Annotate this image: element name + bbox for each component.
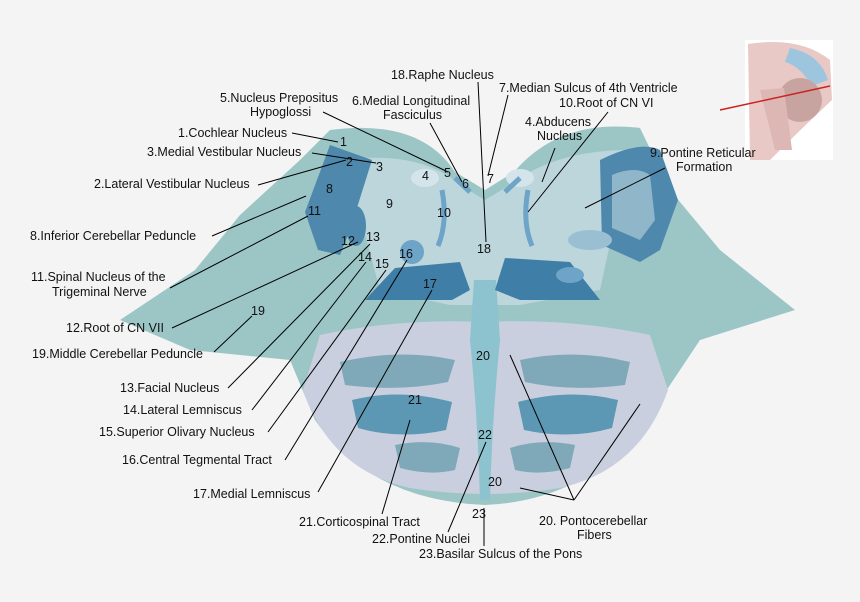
num-22: 22 <box>478 428 492 442</box>
mlf-left <box>453 176 472 194</box>
label-15: 15.Superior Olivary Nucleus <box>99 425 255 439</box>
right-dorsal-light <box>612 170 655 240</box>
label-3: 3.Medial Vestibular Nucleus <box>147 145 301 159</box>
label-8: 8.Inferior Cerebellar Peduncle <box>30 229 196 243</box>
root-cn-vi-left <box>435 189 447 247</box>
brainstem-inset <box>719 40 833 160</box>
label-23: 23.Basilar Sulcus of the Pons <box>419 547 582 561</box>
label-16: 16.Central Tegmental Tract <box>122 453 272 467</box>
label-4a: 4.Abducens <box>525 115 591 129</box>
label-14: 14.Lateral Lemniscus <box>123 403 242 417</box>
num-16: 16 <box>399 247 413 261</box>
label-9a: 9.Pontine Reticular <box>650 146 756 160</box>
num-2: 2 <box>346 155 353 169</box>
num-1: 1 <box>340 135 347 149</box>
label-5b: Hypoglossi <box>250 105 311 119</box>
pontine-nuclei-left-lower <box>395 442 460 473</box>
num-21: 21 <box>408 393 422 407</box>
left-icp <box>305 145 372 255</box>
mlf-right <box>503 176 522 194</box>
num-7: 7 <box>487 172 494 186</box>
label-7: 7.Median Sulcus of 4th Ventricle <box>499 81 678 95</box>
num-20-lower: 20 <box>488 475 502 489</box>
medial-lemniscus-left <box>365 262 470 300</box>
label-18: 18.Raphe Nucleus <box>391 68 494 82</box>
label-6b: Fasciculus <box>383 108 442 122</box>
facial-nucleus-left <box>346 206 366 246</box>
root-cn-vi-right <box>523 189 535 247</box>
num-4: 4 <box>422 169 429 183</box>
num-9: 9 <box>386 197 393 211</box>
num-19: 19 <box>251 304 265 318</box>
label-5a: 5.Nucleus Prepositus <box>220 91 338 105</box>
label-1: 1.Cochlear Nucleus <box>178 126 287 140</box>
label-20b: Fibers <box>577 528 612 542</box>
num-23: 23 <box>472 507 486 521</box>
facial-nucleus-right <box>568 230 612 250</box>
num-12: 12 <box>341 234 355 248</box>
corticospinal-right <box>518 394 618 435</box>
label-21: 21.Corticospinal Tract <box>299 515 420 529</box>
corticospinal-left <box>352 394 452 435</box>
label-20a: 20. Pontocerebellar <box>539 514 647 528</box>
num-11: 11 <box>308 204 321 218</box>
sup-olive-right <box>556 267 584 283</box>
label-6a: 6.Medial Longitudinal <box>352 94 470 108</box>
num-13: 13 <box>366 230 380 244</box>
label-19: 19.Middle Cerebellar Peduncle <box>32 347 203 361</box>
label-11a: 11.Spinal Nucleus of the <box>31 270 166 284</box>
num-3: 3 <box>376 160 383 174</box>
raphe-band <box>470 280 500 500</box>
label-9b: Formation <box>676 160 732 174</box>
abducens-left <box>411 169 439 187</box>
pontine-nuclei-left-upper <box>340 354 455 388</box>
num-20-upper: 20 <box>476 349 490 363</box>
pontine-nuclei-right-upper <box>520 354 630 388</box>
label-12: 12.Root of CN VII <box>66 321 164 335</box>
label-4b: Nucleus <box>537 129 582 143</box>
num-15: 15 <box>375 257 389 271</box>
label-22: 22.Pontine Nuclei <box>372 532 470 546</box>
num-8: 8 <box>326 182 333 196</box>
num-6: 6 <box>462 177 469 191</box>
leader-lines <box>169 81 666 546</box>
label-13: 13.Facial Nucleus <box>120 381 219 395</box>
num-17: 17 <box>423 277 437 291</box>
label-10: 10.Root of CN VI <box>559 96 654 110</box>
pontine-nuclei-right-lower <box>510 442 575 473</box>
sup-olive-left <box>400 240 424 264</box>
num-5: 5 <box>444 166 451 180</box>
label-11b: Trigeminal Nerve <box>52 285 147 299</box>
label-17: 17.Medial Lemniscus <box>193 487 310 501</box>
label-2: 2.Lateral Vestibular Nucleus <box>94 177 250 191</box>
num-14: 14 <box>358 250 372 264</box>
num-18: 18 <box>477 242 491 256</box>
num-10: 10 <box>437 206 451 220</box>
callout-labels: 1.Cochlear Nucleus 3.Medial Vestibular N… <box>30 68 756 561</box>
structure-numbers: 1 2 3 4 5 6 7 8 9 10 11 12 13 14 15 16 1… <box>251 135 502 521</box>
